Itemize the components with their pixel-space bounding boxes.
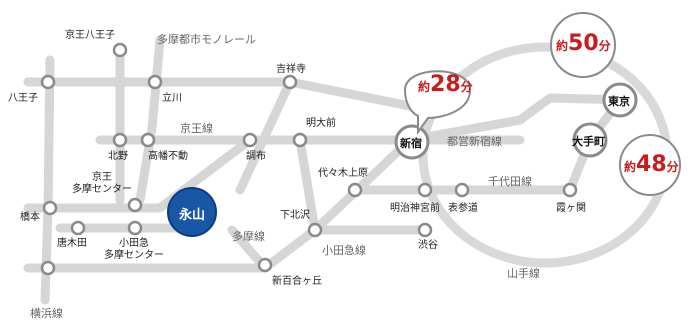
major-dot-shinjuku (394, 124, 430, 160)
station-dot-meijijingumae (417, 182, 433, 198)
station-dot-kitano (112, 132, 128, 148)
tama-monorail-track (135, 35, 165, 205)
label-yamanote-line: 山手線 (507, 267, 540, 280)
major-dot-otemachi (572, 122, 608, 158)
travel-time-otemachi: 約48分 (624, 152, 679, 177)
label-kasumigaseki: 霞ヶ関 (556, 203, 586, 214)
label-chiyoda-line: 千代田線 (488, 175, 532, 188)
station-dot-shimokitazawa (307, 222, 323, 238)
label-tama-line: 多摩線 (232, 230, 265, 243)
station-dot-kichijoji (282, 74, 298, 90)
home-station-marker (167, 187, 217, 237)
label-keio-tama-center: 京王 多摩センター (66, 172, 138, 195)
label-chofu: 調布 (246, 151, 266, 162)
label-keio-tama-center-line2: 多摩センター (72, 183, 132, 195)
label-tama-monorail: 多摩都市モノレール (157, 33, 256, 46)
bubbles-group (403, 12, 681, 196)
station-dot-kasumigaseki (562, 182, 578, 198)
label-odakyu-line: 小田急線 (322, 244, 366, 257)
station-dot-shinyurigaoka (257, 257, 273, 273)
label-keio-tama-center-line1: 京王 (92, 172, 112, 183)
label-keio-line: 京王線 (180, 122, 213, 135)
toei-shinjuku-track (405, 93, 635, 145)
odakyu-lower-track (23, 225, 425, 273)
label-meijijingumae: 明治神宮前 (390, 203, 440, 214)
label-shibuya: 渋谷 (418, 240, 438, 251)
station-dot-keio-tama-center (127, 197, 143, 213)
station-dot-odakyu-tama-center (127, 220, 143, 236)
station-dot-hashimoto (42, 200, 58, 216)
label-tokyo: 東京 (608, 95, 630, 108)
major-stations-group (394, 82, 638, 160)
station-dot-takahatafudo (140, 132, 156, 148)
label-hachioji: 八王子 (8, 93, 38, 104)
chofu-kichijoji-track (235, 77, 295, 195)
jr-chuo-track (23, 77, 425, 113)
label-shinjuku: 新宿 (400, 137, 422, 150)
label-karakida: 唐木田 (57, 238, 87, 249)
station-dot-hachioji (40, 74, 56, 90)
label-meidaimae: 明大前 (306, 118, 336, 129)
label-tachikawa: 立川 (162, 93, 182, 104)
travel-time-tokyo: 約50分 (556, 31, 611, 56)
bubble-shape-otemachi (619, 134, 681, 196)
major-dot-tokyo (602, 82, 638, 118)
label-odakyu-tama-center-line2: 多摩センター (104, 249, 164, 261)
label-shimokitazawa: 下北沢 (280, 210, 310, 221)
label-odakyu-tama-center: 小田急 多摩センター (98, 238, 170, 261)
station-dot-tachikawa (147, 74, 163, 90)
station-dot-shibuya (417, 222, 433, 238)
label-yoyogiuehara: 代々木上原 (318, 168, 368, 179)
label-takahatafudo: 高幡不動 (148, 151, 188, 162)
label-toei-shinjuku-line: 都営新宿線 (447, 135, 502, 148)
station-dot-omotesando (454, 182, 470, 198)
stations-group (40, 42, 578, 276)
label-kichijoji: 吉祥寺 (276, 64, 306, 75)
inokashira-track (295, 135, 320, 235)
bubble-shape-tokyo (550, 12, 616, 78)
odakyu-main-track (310, 135, 415, 235)
station-dot-karakida (70, 220, 86, 236)
bubble-shape-shinjuku (403, 70, 472, 136)
station-dot-chofu (242, 132, 258, 148)
label-yokohama-line: 横浜線 (30, 307, 63, 320)
label-otemachi: 大手町 (572, 135, 605, 148)
label-omotesando: 表参道 (448, 203, 478, 214)
label-keio-hachioji: 京王八王子 (65, 30, 115, 41)
label-home-station: 永山 (179, 208, 206, 223)
label-kitano: 北野 (108, 151, 128, 162)
station-dot-yoyogiuehara (347, 182, 363, 198)
station-dot-meidaimae (292, 132, 308, 148)
label-shinyurigaoka: 新百合ヶ丘 (272, 276, 322, 287)
label-hashimoto: 橋本 (20, 212, 40, 223)
station-dot-yokohama (40, 260, 56, 276)
label-odakyu-tama-center-line1: 小田急 (119, 238, 149, 249)
travel-time-shinjuku: 約28分 (418, 72, 473, 97)
station-dot-keio-hachioji (112, 42, 128, 58)
